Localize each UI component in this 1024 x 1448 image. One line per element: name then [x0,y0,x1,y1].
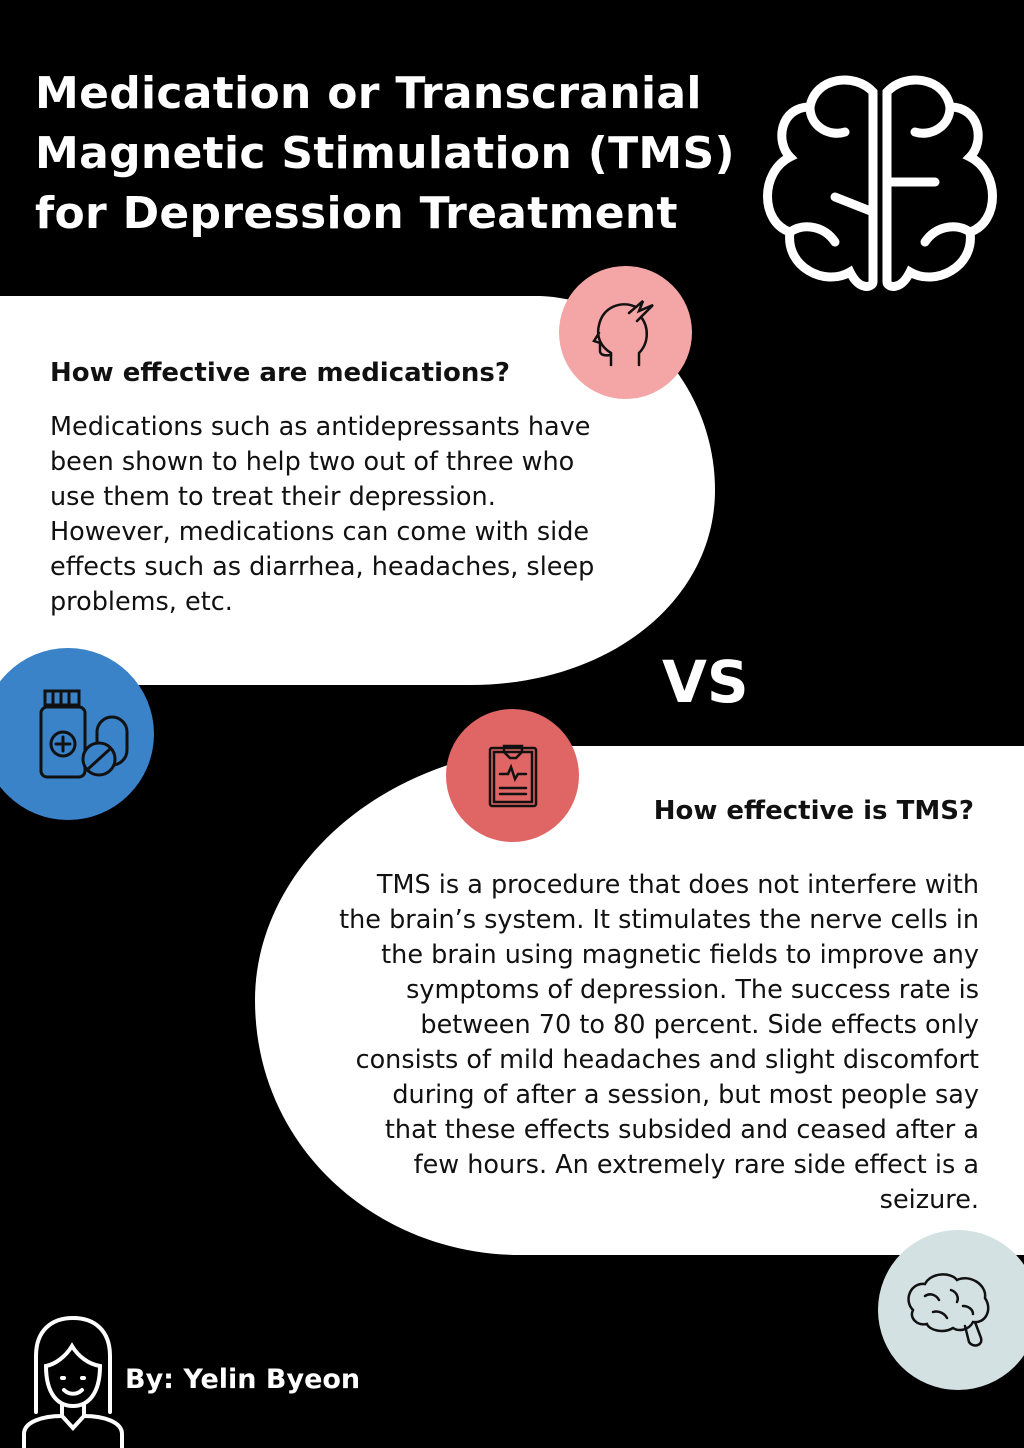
body-line: seizure. [879,1185,979,1215]
tms-icon-circle [446,709,579,842]
medication-heading: How effective are medications? [50,358,510,388]
body-line: consists of mild headaches and slight di… [355,1045,979,1075]
body-line: between 70 to 80 percent. Side effects o… [420,1010,979,1040]
medication-body: Medications such as antidepressants have… [50,410,594,620]
head-headache-icon [591,300,654,367]
body-line: been shown to help two out of three who [50,447,575,477]
body-line: use them to treat their depression. [50,482,496,512]
medicine-bottle-pills-icon [39,689,128,779]
versus-label: VS [662,648,749,716]
tms-body: TMS is a procedure that does not interfe… [339,868,979,1218]
author-byline: By: Yelin Byeon [125,1364,361,1395]
body-line: Medications such as antidepressants have [50,412,591,442]
body-line: However, medications can come with side [50,517,590,547]
body-line: effects such as diarrhea, headaches, sle… [50,552,595,582]
body-line: that these effects subsided and ceased a… [384,1115,979,1145]
tms-panel [255,746,1024,1255]
body-line: the brain’s system. It stimulates the ne… [339,905,979,935]
medication-icon-circle [0,648,154,820]
body-line: during of after a session, but most peop… [392,1080,979,1110]
body-line: problems, etc. [50,587,233,617]
title-line: Magnetic Stimulation (TMS) [35,128,735,179]
brain-outline-icon [763,75,997,291]
body-line: the brain using magnetic fields to impro… [381,940,979,970]
clipboard-heartbeat-icon [488,744,537,807]
tms-heading: How effective is TMS? [653,796,974,826]
woman-avatar-icon [22,1316,124,1448]
headache-icon-circle [559,266,692,399]
brain-icon [907,1273,990,1347]
title-line: Medication or Transcranial [35,68,702,119]
body-line: symptoms of depression. The success rate… [406,975,979,1005]
medication-panel [0,296,715,685]
body-line: few hours. An extremely rare side effect… [413,1150,979,1180]
page-title: Medication or Transcranial Magnetic Stim… [35,64,735,244]
body-line: TMS is a procedure that does not interfe… [376,870,979,900]
brain-icon-circle [878,1230,1024,1390]
title-line: for Depression Treatment [35,188,678,239]
